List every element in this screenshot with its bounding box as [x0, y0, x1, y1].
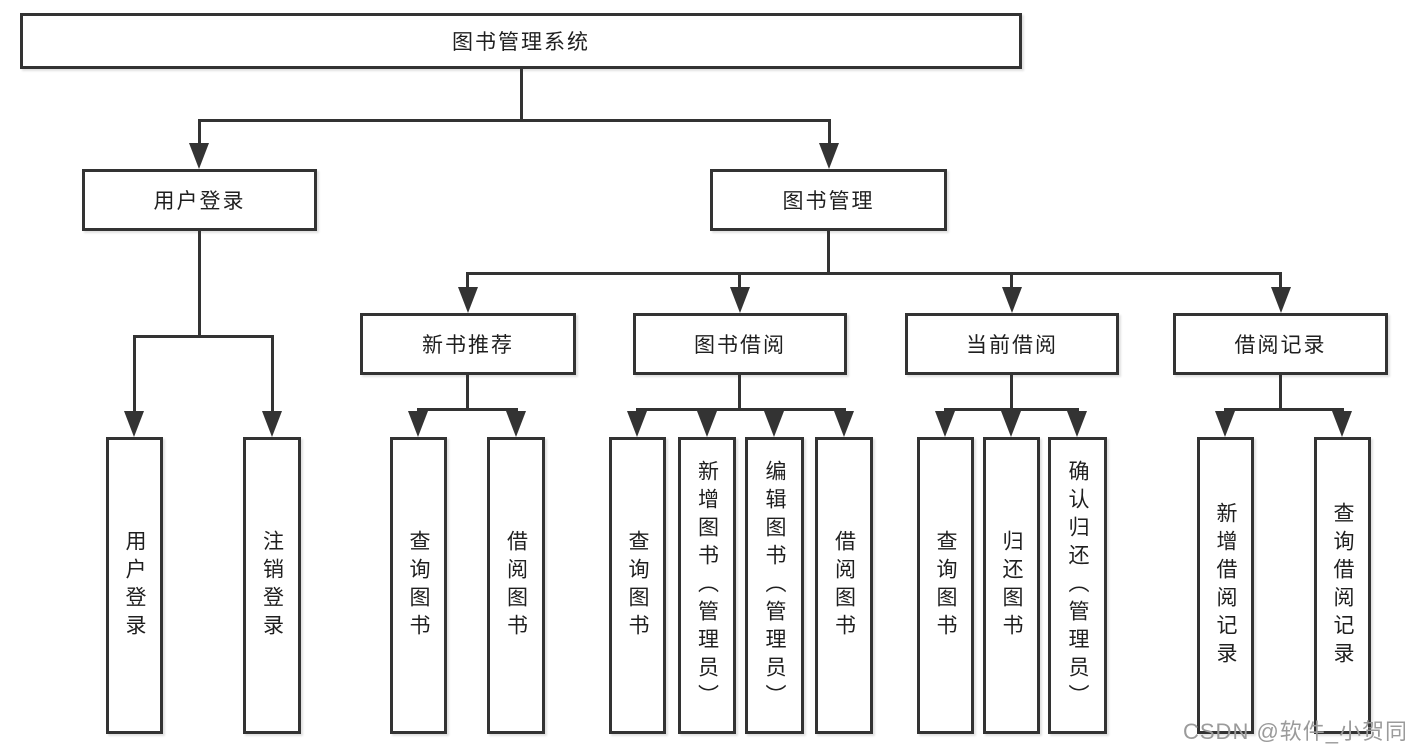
node-borrow-records: 借阅记录 [1173, 313, 1388, 375]
arrow-down-icon [764, 411, 784, 437]
connector-hline [198, 119, 831, 122]
arrow-down-icon [262, 411, 282, 437]
connector-vline [1010, 375, 1013, 408]
connector-hline [417, 408, 518, 411]
arrow-down-icon [1215, 411, 1235, 437]
leaf-logout: 注销登录 [243, 437, 301, 734]
connector-stem [1010, 272, 1013, 289]
connector-stem [1279, 272, 1282, 289]
arrow-down-icon [189, 143, 209, 169]
arrow-down-icon [819, 143, 839, 169]
connector-stem [828, 119, 831, 145]
arrow-down-icon [1332, 411, 1352, 437]
leaf-query-books-current: 查询图书 [917, 437, 974, 734]
leaf-query-borrow-record: 查询借阅记录 [1314, 437, 1371, 734]
arrow-down-icon [124, 411, 144, 437]
connector-hline [133, 335, 274, 338]
connector-stem [466, 272, 469, 289]
node-book-management: 图书管理 [710, 169, 947, 231]
connector-hline [466, 272, 1282, 275]
node-new-book-recommend: 新书推荐 [360, 313, 576, 375]
leaf-add-book-admin: 新增图书（管理员） [678, 437, 736, 734]
node-current-borrow: 当前借阅 [905, 313, 1119, 375]
leaf-add-borrow-record: 新增借阅记录 [1197, 437, 1254, 734]
arrow-down-icon [697, 411, 717, 437]
connector-hline [636, 408, 846, 411]
arrow-down-icon [1001, 411, 1021, 437]
leaf-user-login: 用户登录 [106, 437, 163, 734]
arrow-down-icon [1271, 287, 1291, 313]
leaf-borrow-books-recommend: 借阅图书 [487, 437, 545, 734]
connector-vline [198, 231, 201, 335]
node-book-borrow: 图书借阅 [633, 313, 847, 375]
arrow-down-icon [834, 411, 854, 437]
arrow-down-icon [458, 287, 478, 313]
connector-stem [133, 335, 136, 413]
connector-vline [1279, 375, 1282, 408]
arrow-down-icon [627, 411, 647, 437]
arrow-down-icon [935, 411, 955, 437]
leaf-query-books-recommend: 查询图书 [390, 437, 447, 734]
connector-hline [1224, 408, 1344, 411]
node-user-login: 用户登录 [82, 169, 317, 231]
connector-vline [466, 375, 469, 408]
connector-stem [198, 119, 201, 145]
leaf-return-books: 归还图书 [983, 437, 1040, 734]
connector-vline [520, 69, 523, 119]
node-library-system: 图书管理系统 [20, 13, 1022, 69]
arrow-down-icon [408, 411, 428, 437]
arrow-down-icon [506, 411, 526, 437]
connector-vline [827, 231, 830, 272]
leaf-edit-book-admin: 编辑图书（管理员） [745, 437, 804, 734]
leaf-query-books-borrow: 查询图书 [609, 437, 666, 734]
csdn-watermark: CSDN @软件_小贺同学 [1183, 719, 1405, 744]
arrow-down-icon [1067, 411, 1087, 437]
connector-stem [738, 272, 741, 289]
connector-stem [271, 335, 274, 413]
leaf-borrow-books: 借阅图书 [815, 437, 873, 734]
connector-vline [738, 375, 741, 408]
leaf-confirm-return-admin: 确认归还（管理员） [1048, 437, 1107, 734]
arrow-down-icon [730, 287, 750, 313]
arrow-down-icon [1002, 287, 1022, 313]
